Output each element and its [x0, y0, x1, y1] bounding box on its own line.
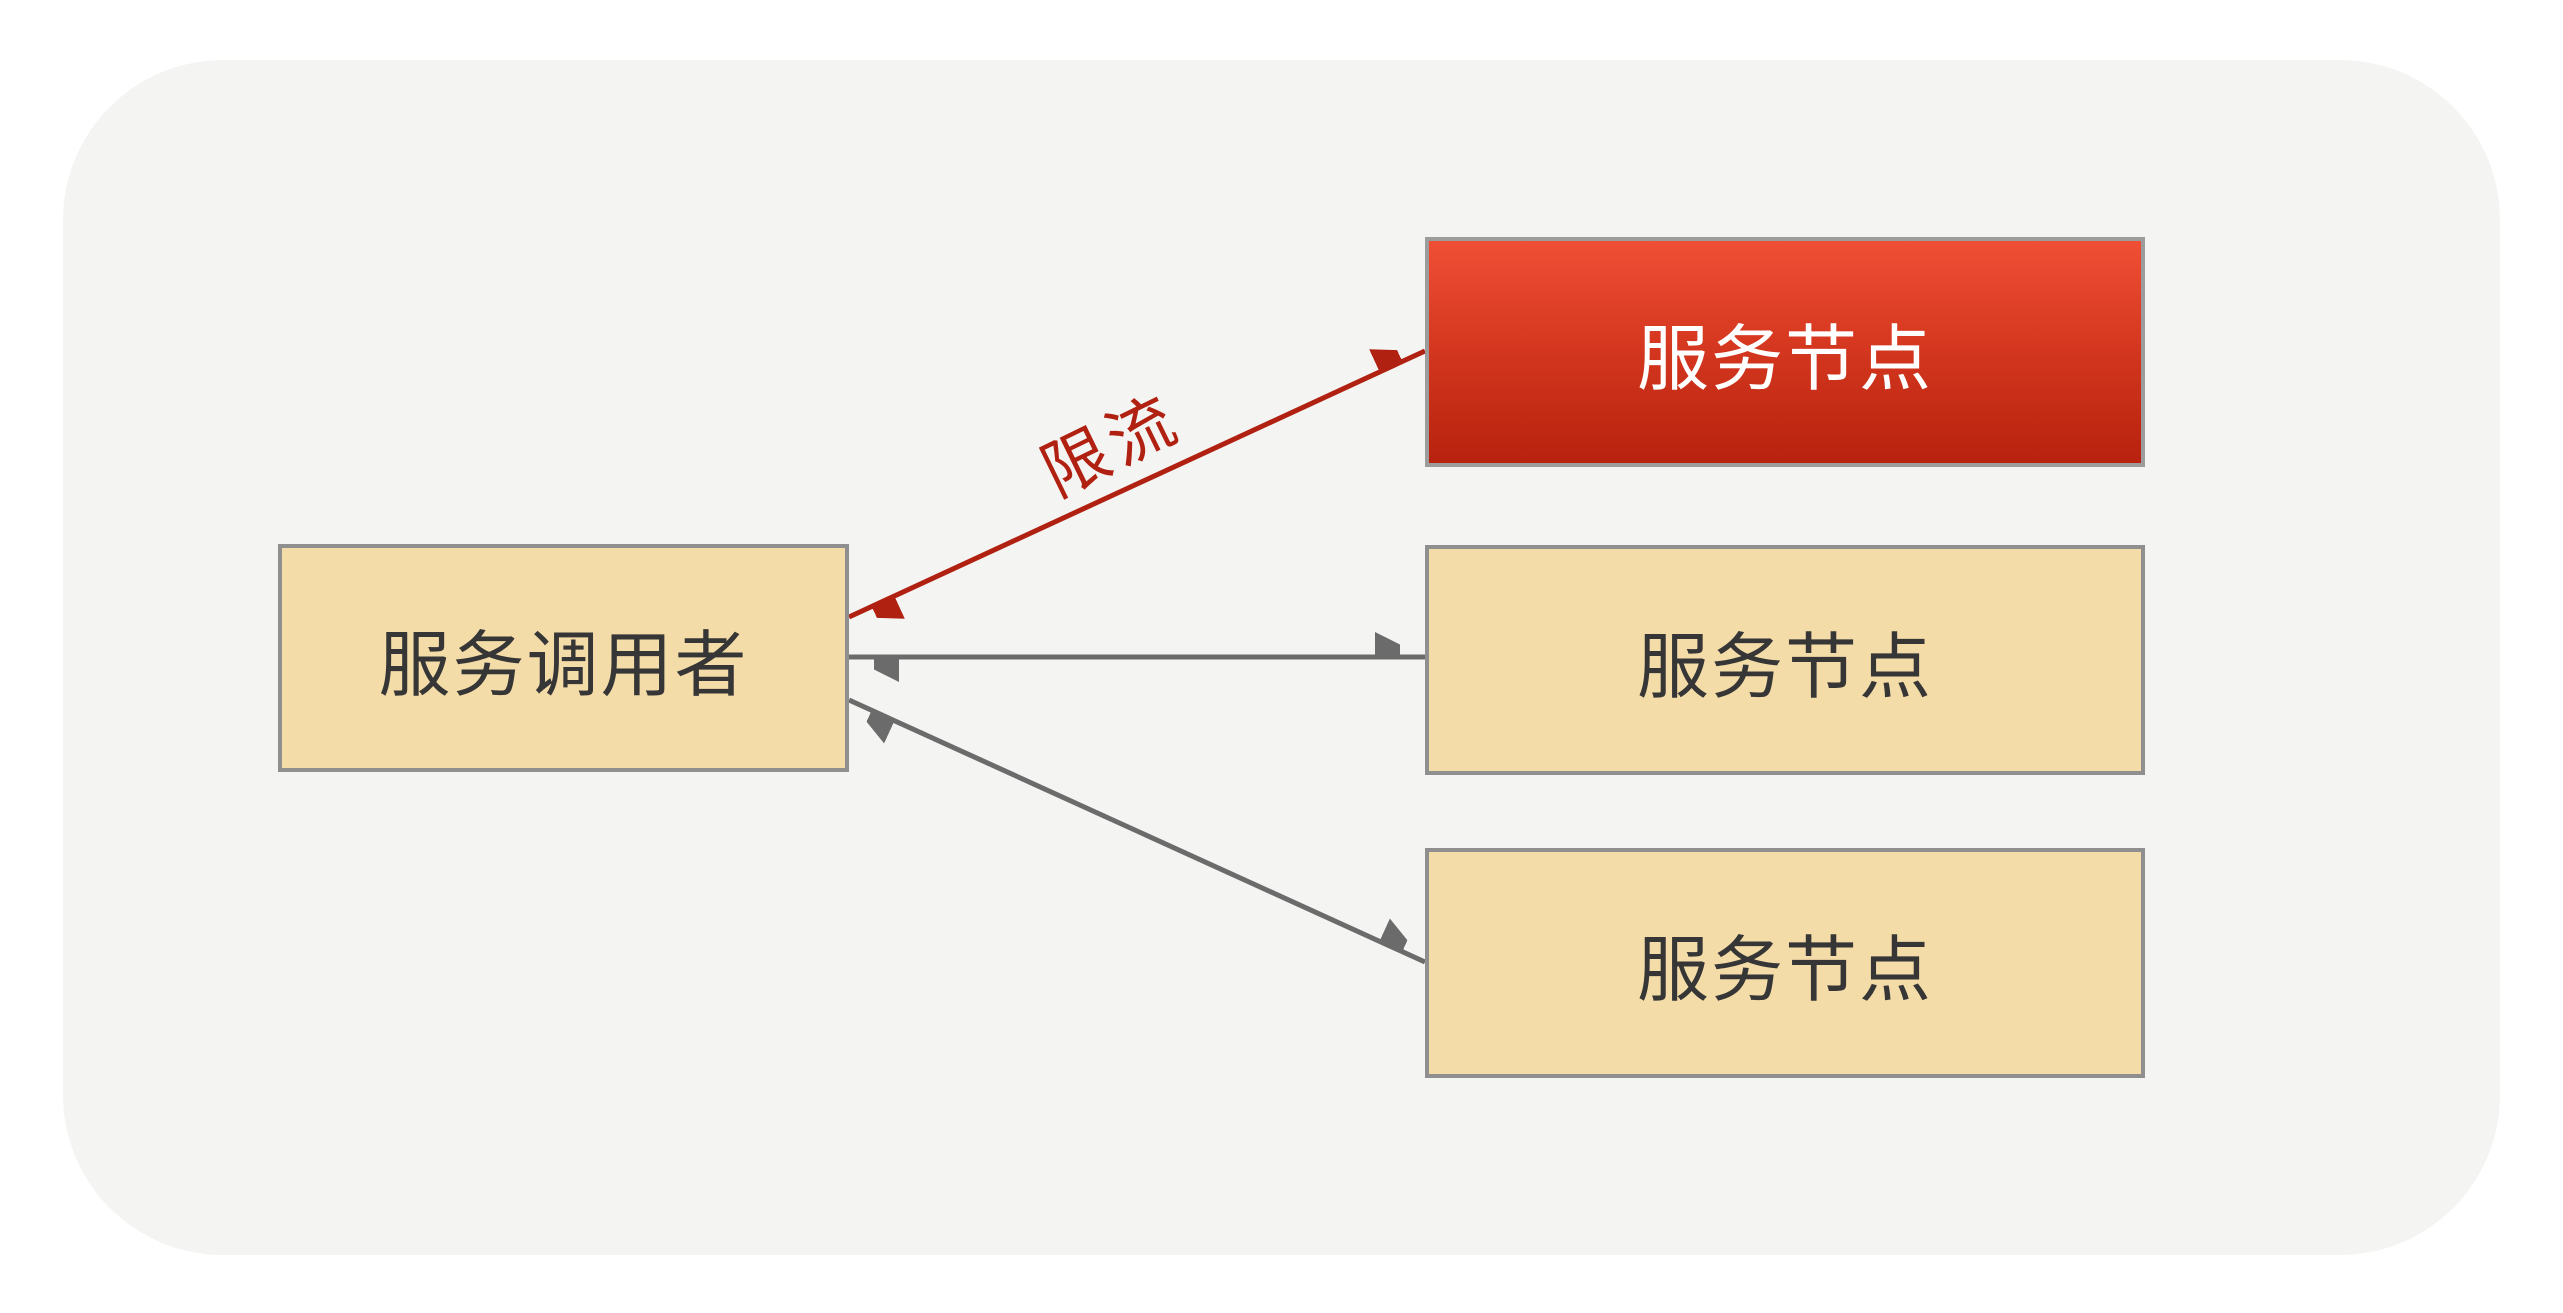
service-node-label: 服务节点	[1636, 319, 1933, 400]
service-node-box-limited: 服务节点	[1425, 237, 2145, 467]
service-node-box-bottom: 服务节点	[1425, 848, 2145, 1078]
service-node-label: 服务节点	[1636, 627, 1933, 708]
caller-label: 服务调用者	[378, 625, 749, 706]
service-node-box-middle: 服务节点	[1425, 545, 2145, 775]
service-node-label: 服务节点	[1636, 930, 1933, 1011]
caller-box: 服务调用者	[278, 544, 849, 772]
